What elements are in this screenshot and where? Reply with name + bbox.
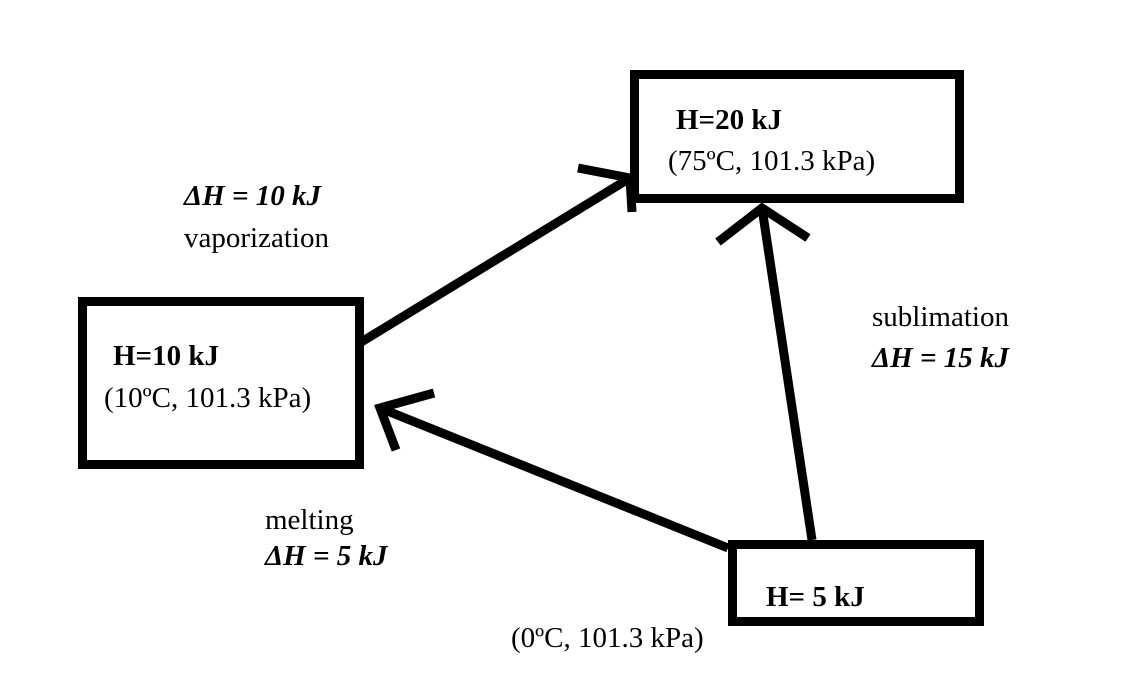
melting-arrow <box>374 388 730 553</box>
liquid-enthalpy: H=10 kJ <box>113 340 219 372</box>
vaporization-delta-h: ΔH = 10 kJ <box>184 180 322 212</box>
sublimation-label: sublimation <box>872 301 1009 333</box>
liquid-conditions: (10ºC, 101.3 kPa) <box>104 382 312 414</box>
solid-enthalpy: H= 5 kJ <box>766 581 865 613</box>
solid-state-box <box>728 540 984 626</box>
solid-conditions: (0ºC, 101.3 kPa) <box>511 622 704 654</box>
melting-delta-h: ΔH = 5 kJ <box>265 540 388 572</box>
sublimation-delta-h: ΔH = 15 kJ <box>872 342 1010 374</box>
sublimation-arrow <box>715 202 817 541</box>
liquid-state-box <box>78 297 364 469</box>
gas-state-box <box>630 70 964 203</box>
vaporization-label: vaporization <box>184 222 329 254</box>
melting-label: melting <box>265 504 354 536</box>
gas-enthalpy: H=20 kJ <box>676 104 782 136</box>
vaporization-arrow <box>337 163 637 359</box>
gas-conditions: (75ºC, 101.3 kPa) <box>668 145 876 177</box>
